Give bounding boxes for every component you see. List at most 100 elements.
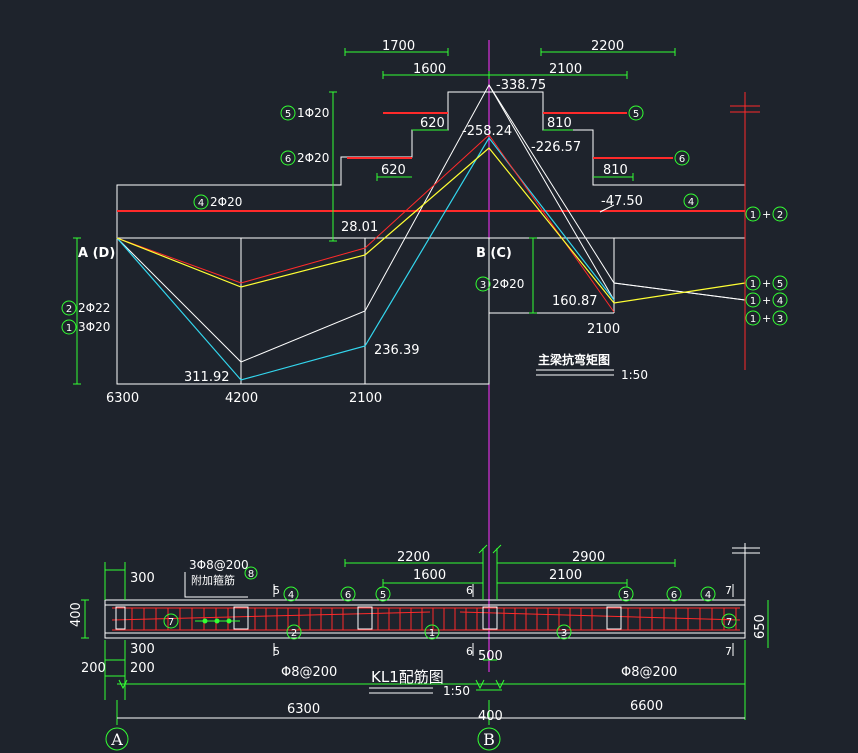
- svg-text:1: 1: [750, 210, 756, 221]
- combo-1-2: 1 + 2: [745, 206, 788, 222]
- dim-1700: 1700: [382, 39, 415, 54]
- moment-diagram: 1700 1600 2200 2100 620 620 810 810 -338…: [61, 39, 788, 672]
- svg-text:+: +: [762, 294, 771, 307]
- stirrup-right: Φ8@200: [621, 665, 677, 680]
- moment-diagram-title: 主梁抗弯矩图: [538, 352, 610, 367]
- dim-500: 500: [478, 649, 503, 664]
- svg-text:6: 6: [345, 590, 351, 601]
- section-5-bottom: 5: [273, 645, 280, 658]
- tick-4200: 4200: [225, 391, 258, 406]
- combo-1-4: 1 + 4: [745, 292, 788, 308]
- top-dimension-lines: [73, 48, 676, 385]
- label-bar3: 3 2Φ20: [475, 276, 524, 292]
- svg-text:B: B: [483, 730, 495, 749]
- svg-text:4: 4: [705, 590, 711, 601]
- svg-text:+: +: [762, 312, 771, 325]
- dim-2900-bottom: 2900: [572, 550, 605, 565]
- moment-diagram-scale: 1:50: [621, 368, 648, 382]
- svg-text:6: 6: [285, 154, 291, 165]
- svg-text:6: 6: [671, 590, 677, 601]
- svg-text:4: 4: [777, 296, 783, 307]
- extra-stirrup-label: 附加箍筋: [191, 573, 235, 587]
- axis-label-ad: A (D): [78, 246, 115, 261]
- moment-curve-yellow: [116, 147, 746, 304]
- dim-620-upper: 620: [420, 116, 445, 131]
- dim-400-vertical: 400: [69, 602, 84, 627]
- moment-curve-red: [116, 134, 615, 313]
- value-160: 160.87: [552, 294, 598, 309]
- dim-1600: 1600: [413, 62, 446, 77]
- dim-620-lower: 620: [381, 163, 406, 178]
- section-5-top: 5: [273, 584, 280, 597]
- combo-1-5: 1 + 5: [745, 275, 788, 291]
- label-bar4: 4 2Φ20: [193, 194, 242, 210]
- svg-text:5: 5: [633, 109, 639, 120]
- value-258: -258.24: [462, 124, 512, 139]
- svg-text:4: 4: [198, 198, 204, 209]
- label-bar6: 6 2Φ20: [280, 150, 329, 166]
- bubble-8: 8: [244, 566, 258, 580]
- moment-curve-cyan: [116, 136, 615, 381]
- resistance-profile: [116, 91, 746, 238]
- combo-1-3: 1 + 3: [745, 310, 788, 326]
- dim-6600: 6600: [630, 699, 663, 714]
- svg-text:1: 1: [429, 628, 435, 639]
- svg-text:3: 3: [777, 314, 783, 325]
- svg-text:5: 5: [623, 590, 629, 601]
- dim-1600-bottom: 1600: [413, 568, 446, 583]
- axis-label-bc: B (C): [476, 246, 512, 261]
- dim-810-lower: 810: [603, 163, 628, 178]
- value-226: -226.57: [531, 140, 581, 155]
- svg-text:1: 1: [750, 296, 756, 307]
- bubble-5-left: 5: [375, 586, 391, 602]
- beam-outline: [104, 599, 746, 639]
- bubble-5-right: 5: [628, 105, 644, 121]
- svg-text:A: A: [110, 730, 123, 749]
- axis-bubble-a: A: [105, 727, 129, 751]
- dim-200-left: 200: [81, 661, 106, 676]
- stirrup-left: Φ8@200: [281, 665, 337, 680]
- bubble-1-beam: 1: [424, 624, 440, 640]
- section-7-bottom: 7: [725, 645, 732, 658]
- svg-text:1: 1: [750, 279, 756, 290]
- svg-text:2Φ20: 2Φ20: [492, 277, 524, 291]
- svg-text:3: 3: [561, 628, 567, 639]
- svg-text:3: 3: [480, 280, 486, 291]
- svg-text:5: 5: [777, 279, 783, 290]
- value-47: -47.50: [601, 194, 643, 209]
- tick-2100-a: 2100: [349, 391, 382, 406]
- section-6-bottom: 6: [466, 645, 473, 658]
- dim-300-top: 300: [130, 571, 155, 586]
- bubble-4-right-beam: 4: [700, 586, 716, 602]
- dim-300-bottom: 300: [130, 642, 155, 657]
- svg-text:5: 5: [380, 590, 386, 601]
- bubble-6-right-beam: 6: [666, 586, 682, 602]
- svg-text:2Φ20: 2Φ20: [297, 151, 329, 165]
- bubble-4-right: 4: [683, 193, 699, 209]
- svg-text:+: +: [762, 208, 771, 221]
- bubble-2-beam: 2: [286, 624, 302, 640]
- kl1-scale: 1:50: [443, 684, 470, 698]
- value-236: 236.39: [374, 343, 420, 358]
- svg-text:1: 1: [66, 323, 72, 334]
- moment-curve-white-c: [488, 84, 615, 301]
- bubble-3-beam: 3: [556, 624, 572, 640]
- dim-2200-bottom: 2200: [397, 550, 430, 565]
- extra-stirrup-points: [195, 618, 240, 624]
- svg-text:+: +: [762, 277, 771, 290]
- svg-text:5: 5: [285, 109, 291, 120]
- dim-2200: 2200: [591, 39, 624, 54]
- svg-text:2: 2: [66, 304, 72, 315]
- bubble-6-right: 6: [674, 150, 690, 166]
- svg-text:7: 7: [168, 617, 174, 628]
- label-bar1: 1 3Φ20: [61, 319, 110, 335]
- svg-text:4: 4: [688, 197, 694, 208]
- bubble-7-right: 7: [721, 613, 737, 629]
- bubble-4-left: 4: [283, 586, 299, 602]
- tick-6300: 6300: [106, 391, 139, 406]
- svg-text:3Φ20: 3Φ20: [78, 320, 110, 334]
- kl1-reinforcement-drawing: 3Φ8@200 附加箍筋 8 5 5 6 6 7 7 4 6 5 5 6 4 7…: [69, 543, 769, 751]
- svg-text:2Φ22: 2Φ22: [78, 301, 110, 315]
- value-311: 311.92: [184, 370, 230, 385]
